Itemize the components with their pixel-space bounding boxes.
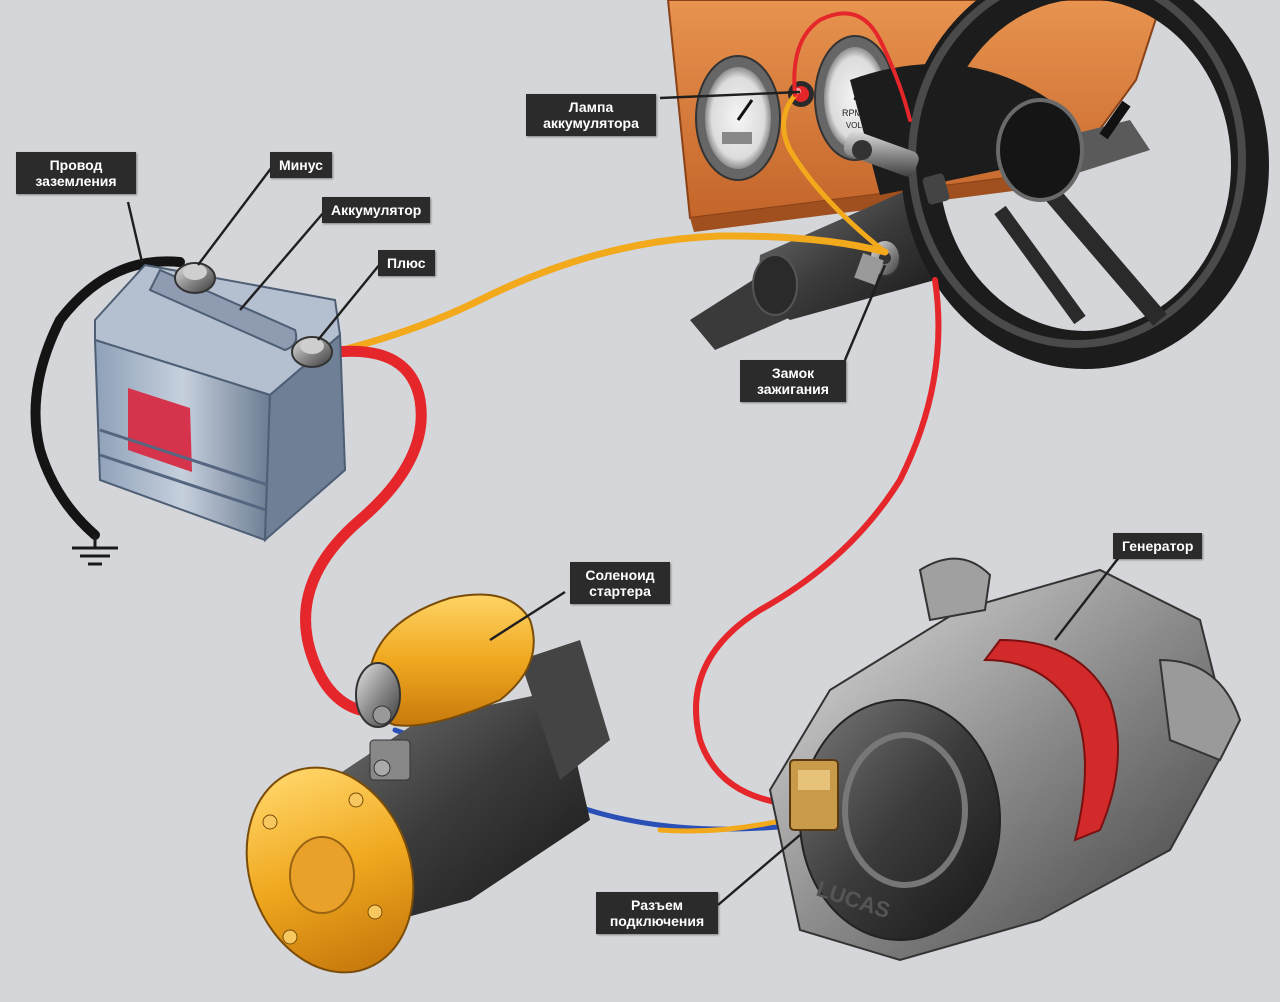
- starter-motor: [245, 640, 610, 974]
- gauge-left: [695, 55, 781, 181]
- starter-shaft: [289, 836, 355, 914]
- ground-symbol: [72, 535, 118, 566]
- label-connector: Разъем подключения: [596, 892, 718, 934]
- label-starter-solenoid: Соленоид стартера: [570, 562, 670, 604]
- alternator-red-band: [983, 638, 1119, 842]
- starter-solenoid: [355, 593, 535, 781]
- volt-text: VOLT: [846, 121, 866, 130]
- label-plus: Плюс: [378, 250, 435, 276]
- battery: [93, 263, 347, 543]
- label-ignition-switch: Замок зажигания: [740, 360, 846, 402]
- battery-plus-terminal: [291, 336, 333, 368]
- ignition-lamp-wire: [781, 92, 888, 255]
- label-battery-lamp: Лампа аккумулятора: [526, 94, 656, 136]
- ignition-key: [843, 130, 950, 205]
- label-ground-wire: Провод заземления: [16, 152, 136, 194]
- label-alternator: Генератор: [1113, 533, 1203, 559]
- lamp-to-alternator-wire: [693, 277, 942, 808]
- lamp-red-wire: [792, 11, 912, 122]
- label-battery: Аккумулятор: [322, 197, 431, 223]
- rpm-text: RPM: [842, 108, 862, 118]
- ignition-feed-wire: [331, 232, 889, 356]
- label-minus: Минус: [270, 152, 332, 178]
- battery-to-starter-wire: [300, 345, 427, 716]
- leader-lines: [126, 90, 1121, 906]
- alternator-connector-plug: [789, 759, 839, 831]
- alternator: LUCAS: [768, 557, 1242, 962]
- battery-minus-terminal: [174, 262, 216, 294]
- ground-wire: [30, 256, 185, 540]
